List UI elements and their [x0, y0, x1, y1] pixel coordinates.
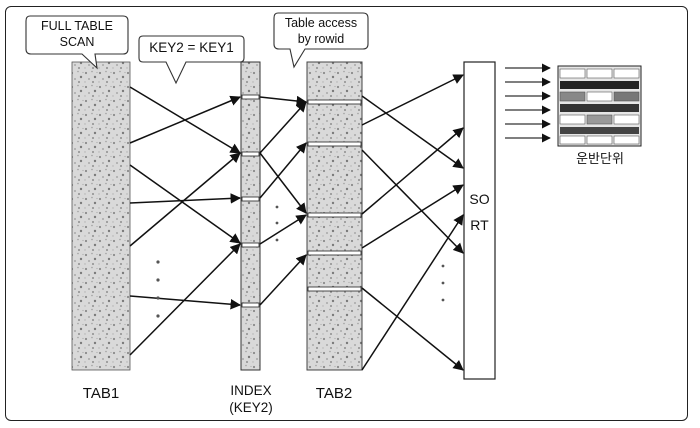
index-entries: [241, 94, 260, 308]
index-column: [240, 61, 261, 371]
table-access-callout: [273, 12, 369, 69]
index-label: INDEX (KEY2): [215, 382, 287, 416]
join-condition-label: KEY2 = KEY1: [149, 40, 234, 55]
full-table-scan-label: FULL TABLE SCAN: [26, 18, 128, 50]
tab2-label: TAB2: [315, 385, 353, 402]
table-access-line2: by rowid: [297, 32, 345, 46]
index-to-tab2-arrows: [259, 95, 308, 306]
tab1-label: TAB1: [82, 385, 120, 402]
output-arrows: [505, 63, 551, 143]
output-unit-label: 운반단위: [576, 151, 624, 166]
ellipsis-dots: [156, 205, 445, 318]
join-condition-callout: [138, 35, 245, 85]
full-table-scan-line1: FULL TABLE: [40, 19, 114, 33]
tab2-rows: [307, 99, 362, 292]
table-access-label: Table access by rowid: [274, 15, 368, 47]
output-unit-table: [557, 65, 642, 147]
full-table-scan-callout: [25, 15, 129, 70]
sort-box: [463, 61, 496, 380]
tab1-column: [71, 61, 131, 371]
full-table-scan-line2: SCAN: [59, 35, 95, 49]
diagram-frame: [5, 6, 688, 421]
tab2-to-sort-arrows: [361, 74, 464, 371]
table-access-line1: Table access: [284, 16, 358, 30]
index-label-line2: (KEY2): [229, 400, 273, 415]
sort-label: SORT: [469, 191, 490, 233]
index-label-line1: INDEX: [230, 383, 272, 398]
tab1-to-index-arrows: [129, 86, 242, 356]
